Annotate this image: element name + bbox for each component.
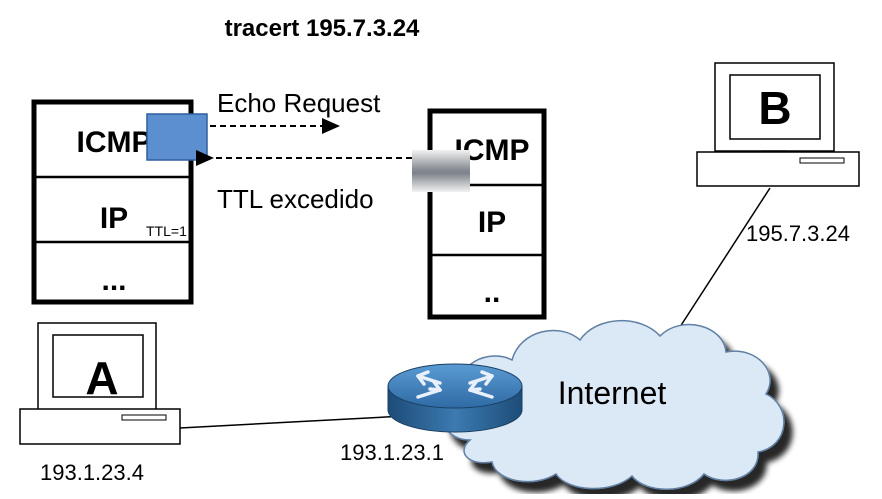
host-a-address: 193.1.23.4: [40, 460, 144, 485]
cloud-label: Internet: [558, 375, 667, 411]
link-cloud-to-b: [677, 187, 771, 331]
host-a-base: [19, 408, 181, 445]
host-b-computer-icon: [696, 62, 860, 187]
router-protocol-stack: ICMP IP ..: [427, 108, 547, 320]
command-title: tracert 195.7.3.24: [225, 15, 420, 42]
host-a-lower-layers: ...: [101, 264, 126, 297]
router-ip-layer: IP: [478, 206, 506, 239]
host-b-letter: B: [758, 82, 791, 134]
host-a-screen: [52, 334, 144, 398]
ttl-note: TTL=1: [146, 223, 187, 239]
internet-cloud: [441, 319, 785, 490]
router-icon: [387, 363, 523, 433]
echo-request-label: Echo Request: [217, 88, 381, 118]
host-a-icmp-layer: ICMP: [77, 126, 152, 159]
router-stack-frame: [427, 108, 547, 320]
host-b-screen: [729, 74, 821, 140]
link-a-to-router: [179, 415, 406, 429]
router-lower-layers: ..: [484, 276, 501, 309]
router-arrows-icon: [416, 370, 494, 399]
host-b-address: 195.7.3.24: [746, 221, 850, 246]
host-b-drive-slot: [799, 157, 845, 164]
router-top: [387, 363, 523, 409]
router-address: 193.1.23.1: [340, 440, 444, 465]
ttl-exceeded-label: TTL excedido: [217, 184, 374, 214]
host-a-computer-icon: [19, 322, 181, 445]
host-a-drive-slot: [121, 414, 167, 421]
host-b-base: [696, 151, 860, 187]
echo-request-packet: [146, 113, 208, 161]
host-a-ip-layer: IP: [100, 202, 128, 235]
cloud-shape: [441, 319, 785, 490]
ttl-exceeded-packet: [412, 150, 470, 192]
host-a-letter: A: [85, 352, 118, 404]
